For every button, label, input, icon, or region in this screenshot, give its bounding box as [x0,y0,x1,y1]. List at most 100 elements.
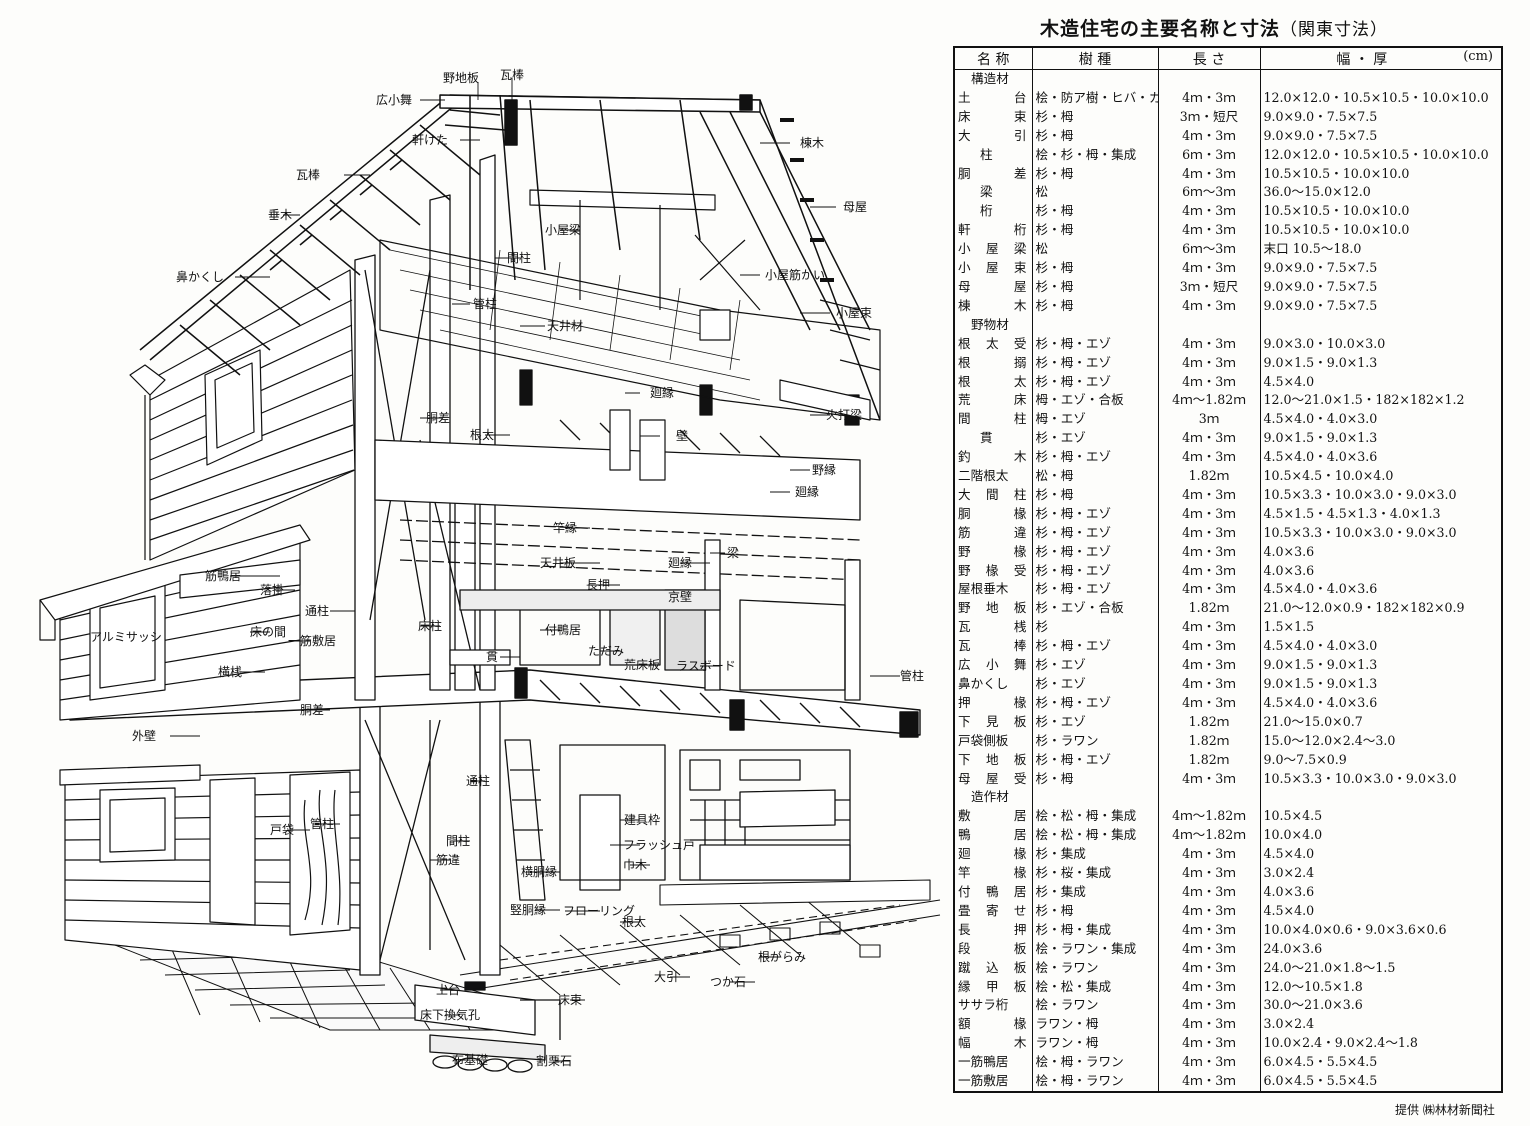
cell-length: 4ｍ・3ｍ [1157,504,1261,524]
header-species: 樹 種 [1031,46,1159,70]
cell-name-text: 蹴込板 [958,959,1027,975]
cell-species: 松 [1031,183,1159,203]
cell-species: 杉・栂・エゾ [1031,448,1159,468]
cell-size: 10.0×4.0 [1259,826,1503,846]
cell-size: 4.5×4.0・4.0×3.6 [1259,580,1503,600]
cell-name: 胴椽 [953,504,1033,524]
credit: 提供 ㈱林材新聞社 [1395,1103,1495,1117]
attic [379,189,881,481]
cell-species: 杉・栂 [1031,221,1159,241]
cell-name-text: 瓦桟 [958,619,1027,635]
cell-species: 桧・ラワン [1031,996,1159,1016]
cell-size: 9.0×9.0・7.5×7.5 [1259,259,1503,278]
cell-size: 9.0～7.5×0.9 [1259,750,1503,770]
cell-name: 戸袋側板 [953,731,1033,751]
header-size-label: 幅 ・ 厚 [1336,51,1388,68]
cell-species: 桧・松・集成 [1031,977,1159,997]
cell-species: 杉・栂・エゾ [1031,750,1159,770]
cell-name-text: 根搦 [958,354,1027,370]
cell-species: 杉・栂・エゾ [1031,353,1159,373]
label-mabashira: 間柱 [507,250,531,265]
cell-name: 段板 [953,939,1033,959]
cell-size: 24.0～21.0×1.8～1.5 [1259,958,1503,978]
cell-size: 9.0×9.0・7.5×7.5 [1259,296,1503,316]
cell-name-text: 付鴨居 [958,883,1027,899]
cell-name-text: 筋違 [958,524,1027,540]
cell-size: 10.5×4.5・10.0×4.0 [1259,467,1503,486]
cell-name-text: 根太受 [958,335,1027,351]
cell-name-text: 鼻かくし [958,676,1009,691]
cell-length: 4ｍ～1.82ｍ [1157,826,1261,846]
cell-name: 一筋敷居 [953,1072,1033,1092]
cell-species: 杉・栂 [1031,296,1159,316]
cell-length: 4ｍ～1.82ｍ [1157,807,1261,827]
label-tsuke-kamoi: 付鴨居 [545,623,581,637]
cell-name: 胴差 [953,164,1033,184]
table-title-sub: （関東寸法） [1280,20,1389,40]
cell-name-text: 桁 [980,203,993,219]
label-toshi-bashira-2: 通柱 [466,773,490,788]
cell-length: 4ｍ・3ｍ [1157,864,1261,883]
cell-name-text: 床束 [958,108,1027,124]
cell-species: 杉・栂・エゾ [1031,523,1159,543]
label-kabe: 壁 [676,428,688,443]
cell-name: 根太 [953,372,1033,392]
label-dodai: 土台 [436,982,460,997]
cell-species: 杉・栂 [1031,769,1159,789]
cell-species: ラワン・栂 [1031,1034,1159,1054]
cell-species: 杉・栂 [1031,202,1159,222]
cell-length: 4ｍ・3ｍ [1157,845,1261,865]
cell-name-text: 一筋敷居 [958,1073,1009,1089]
label-toko-bashira: 床柱 [418,618,442,633]
cell-size: 36.0～15.0×12.0 [1259,183,1503,203]
cell-length: 4ｍ・3ｍ [1157,372,1261,392]
cell-length: 4ｍ・3ｍ [1157,618,1261,638]
spec-table: 名 称 樹 種 長 さ 幅 ・ 厚(cm) 構造材土台桧・防ア樹・ヒバ・カラ松4… [953,46,1503,1093]
diagram-labels: 野地板 瓦棒 広小舞 軒けた 棟木 瓦棒 垂木 母屋 小屋梁 間柱 小屋筋かい … [90,68,924,1068]
cell-length: 4ｍ・3ｍ [1157,1034,1261,1054]
section-spacer [1259,788,1503,808]
cell-species: 杉・エゾ [1031,712,1159,732]
cell-name-text: 間柱 [958,411,1027,427]
cell-size: 9.0×1.5・9.0×1.3 [1259,656,1503,675]
label-mawari-buchi: 廻縁 [650,385,674,400]
cell-species: 杉・エゾ [1031,656,1159,675]
label-nuki: 貫 [486,650,498,664]
cell-length: 4ｍ・3ｍ [1157,769,1261,789]
header-unit: (cm) [1463,48,1493,64]
table-header-row: 名 称 樹 種 長 さ 幅 ・ 厚(cm) [953,46,1503,70]
cell-size: 10.5×3.3・10.0×3.0・9.0×3.0 [1259,523,1503,543]
cell-species: 杉・エゾ [1031,429,1159,449]
cell-length: 1.82ｍ [1157,712,1261,732]
cell-species: 松・栂 [1031,467,1159,486]
cell-length: 4ｍ・3ｍ [1157,1015,1261,1035]
label-tenjo-zai: 天井材 [547,319,583,333]
label-hari: 梁 [727,545,739,560]
cell-name: 鼻かくし [953,675,1033,694]
cell-size: 15.0～12.0×2.4～3.0 [1259,731,1503,751]
cell-size: 9.0×9.0・7.5×7.5 [1259,107,1503,127]
cell-name-text: 野椽 [958,543,1027,559]
label-taruki: 垂木 [268,208,292,222]
table-title-main: 木造住宅の主要名称と寸法 [1040,18,1281,40]
cell-name: 野椽 [953,542,1033,562]
cell-length: 4ｍ・3ｍ [1157,542,1261,562]
cell-name: 筋違 [953,523,1033,543]
label-flooring: フローリング [563,904,635,918]
cell-length: 1.82ｍ [1157,599,1261,619]
cell-length: 4ｍ・3ｍ [1157,202,1261,222]
section-name: 構造材 [953,69,1033,89]
cell-name-text: 瓦棒 [958,638,1027,654]
cell-length: 6ｍ～3ｍ [1157,183,1261,203]
